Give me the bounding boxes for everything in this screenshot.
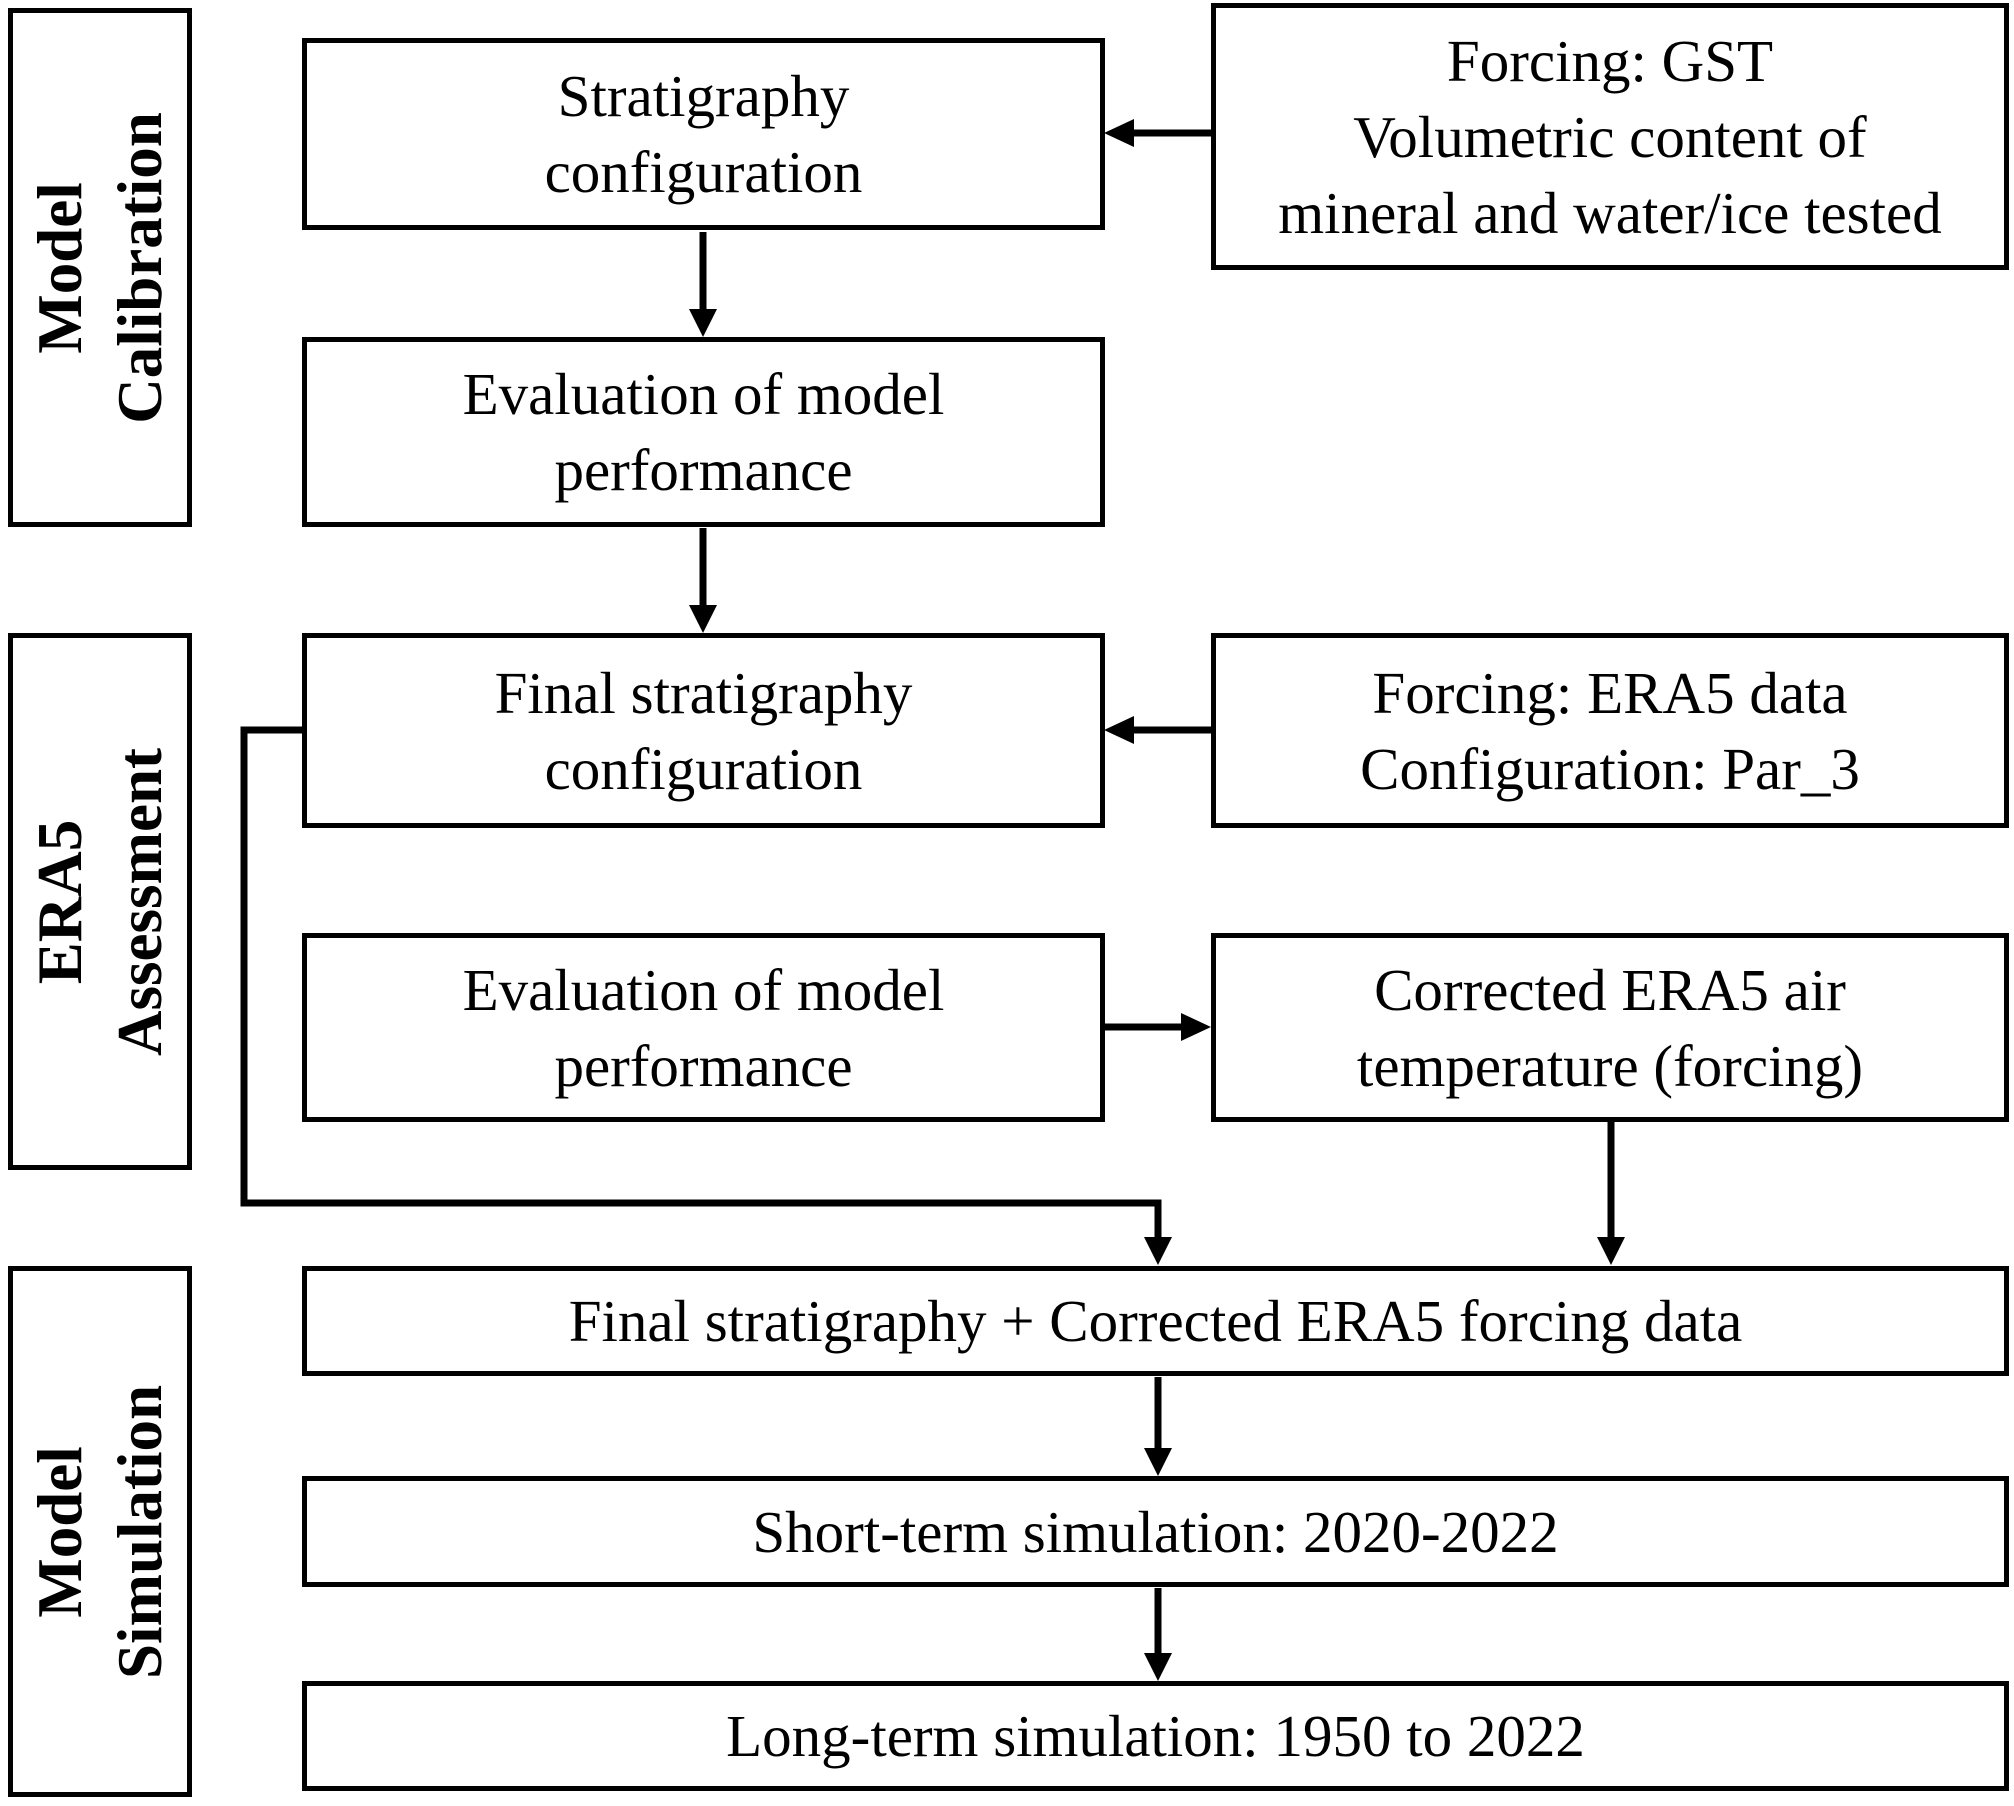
node-text-line: configuration (544, 139, 863, 205)
label-line: Assessment (105, 747, 175, 1056)
label-line: Model (25, 181, 95, 354)
node-text-line: performance (554, 437, 853, 503)
node-text-line: Evaluation of model (462, 361, 945, 427)
node-text-line: Final stratigraphy (494, 659, 913, 726)
label-line: ERA5 (25, 819, 95, 984)
node-text-line: Short-term simulation: 2020-2022 (752, 1498, 1559, 1565)
node-text-line: Final stratigraphy + Corrected ERA5 forc… (568, 1288, 1743, 1354)
node-text-line: Corrected ERA5 air (1374, 956, 1846, 1023)
arrow-evaluation1-to-final-stratigraphy (689, 528, 717, 633)
node-text-line: Forcing: ERA5 data (1372, 659, 1848, 726)
node-final-stratigraphy-plus-corrected-era5: Final stratigraphy + Corrected ERA5 forc… (302, 1266, 2009, 1376)
arrow-forcing-gst-to-stratigraphy (1104, 119, 1211, 147)
section-label-era5-assessment-text: ERA5 Assessment (20, 748, 180, 1056)
node-stratigraphy-configuration: Stratigraphy configuration (302, 38, 1105, 230)
arrow-forcing-era5-to-final-stratigraphy (1104, 716, 1211, 744)
node-short-term-simulation: Short-term simulation: 2020-2022 (302, 1476, 2009, 1587)
node-text-line: Long-term simulation: 1950 to 2022 (726, 1703, 1585, 1769)
node-text-line: Forcing: GST (1446, 27, 1774, 94)
arrow-corrected-era5-to-merge (1597, 1122, 1625, 1265)
arrow-merge-to-short-term (1144, 1377, 1172, 1476)
node-forcing-era5: Forcing: ERA5 data Configuration: Par_3 (1211, 633, 2009, 828)
section-label-model-calibration: Model Calibration (8, 8, 192, 527)
node-text-line: Configuration: Par_3 (1360, 735, 1860, 802)
node-evaluation-of-model-performance-2: Evaluation of model performance (302, 933, 1105, 1122)
section-label-era5-assessment: ERA5 Assessment (8, 633, 192, 1170)
node-text-line: performance (554, 1032, 853, 1099)
label-line: Calibration (105, 111, 175, 424)
arrow-short-term-to-long-term (1144, 1588, 1172, 1681)
node-text-line: Volumetric content of (1353, 103, 1867, 170)
node-final-stratigraphy-configuration: Final stratigraphy configuration (302, 633, 1105, 828)
node-text-line: configuration (544, 735, 863, 802)
node-evaluation-of-model-performance-1: Evaluation of model performance (302, 337, 1105, 527)
section-label-model-simulation: Model Simulation (8, 1266, 192, 1797)
node-text-line: Evaluation of model (462, 956, 945, 1023)
node-corrected-era5-air-temperature: Corrected ERA5 air temperature (forcing) (1211, 933, 2009, 1122)
node-long-term-simulation: Long-term simulation: 1950 to 2022 (302, 1681, 2009, 1791)
label-line: Model (25, 1445, 95, 1618)
section-label-model-calibration-text: Model Calibration (20, 112, 180, 424)
arrow-evaluation2-to-corrected-era5 (1103, 1013, 1211, 1041)
node-text-line: mineral and water/ice tested (1278, 179, 1942, 246)
node-forcing-gst: Forcing: GST Volumetric content of miner… (1211, 3, 2009, 270)
label-line: Simulation (105, 1384, 175, 1679)
section-label-model-simulation-text: Model Simulation (20, 1384, 180, 1678)
arrow-stratigraphy-to-evaluation1 (689, 232, 717, 337)
node-text-line: Stratigraphy (557, 63, 850, 129)
node-text-line: temperature (forcing) (1356, 1032, 1864, 1099)
